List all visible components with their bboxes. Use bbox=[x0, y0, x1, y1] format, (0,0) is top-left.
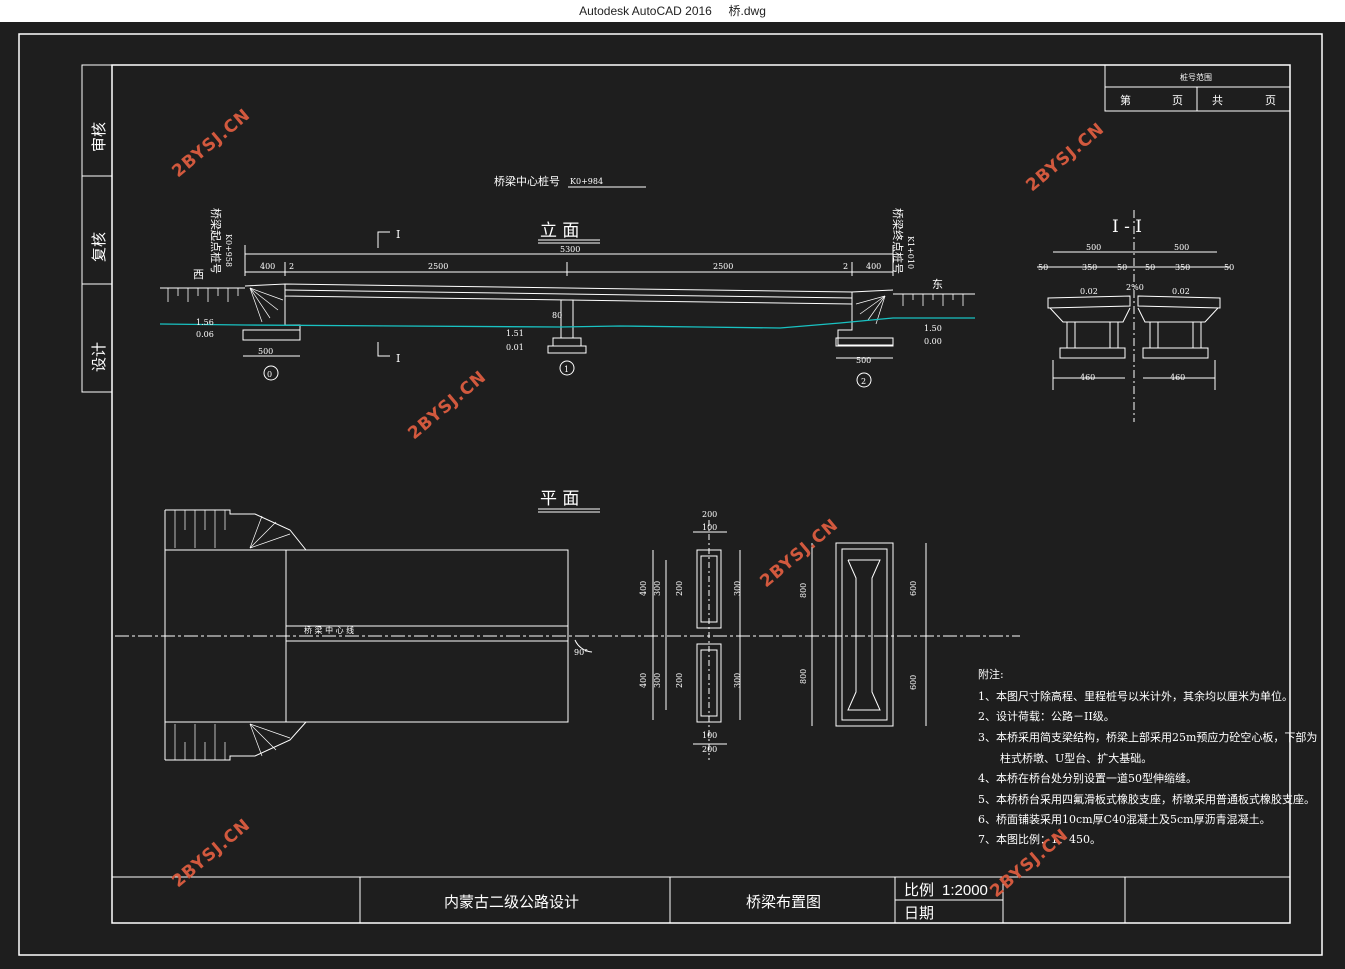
note-1: 1、本图尺寸除高程、里程桩号以米计外，其余均以厘米为单位。 bbox=[978, 689, 1293, 703]
pier-bottom-inner: 100 bbox=[702, 731, 717, 740]
note-2: 2、设计荷载：公路－II级。 bbox=[978, 710, 1115, 723]
section-slope-left: 0.02 bbox=[1080, 287, 1098, 296]
section-part-2: 350 bbox=[1082, 263, 1097, 272]
dim-gap-right: 2 bbox=[843, 262, 848, 271]
page-block-header: 桩号范围 bbox=[1180, 72, 1212, 82]
section-part-4: 50 bbox=[1145, 263, 1155, 272]
dim-span-right: 2500 bbox=[713, 262, 733, 271]
dim-80: 80 bbox=[552, 311, 562, 320]
end-station-label: 桥梁终点桩号 bbox=[891, 208, 905, 274]
file-name: 桥.dwg bbox=[728, 4, 766, 18]
pier-dim-right-1: 300 bbox=[733, 581, 742, 596]
pier-label-1: 1 bbox=[564, 365, 569, 374]
abut-dim-bottom: 600 bbox=[909, 675, 918, 690]
abut-dim-left-1: 800 bbox=[799, 583, 808, 598]
side-stamp-box bbox=[81, 64, 113, 393]
pier-dim-2: 300 bbox=[653, 581, 662, 596]
notes-title: 附注: bbox=[978, 667, 1004, 681]
dim-gap-left: 2 bbox=[289, 262, 294, 271]
app-name: Autodesk AutoCAD 2016 bbox=[579, 4, 712, 18]
section-part-6: 50 bbox=[1224, 263, 1234, 272]
pier-dim-5: 300 bbox=[653, 673, 662, 688]
pier-dim-right-2: 300 bbox=[733, 673, 742, 688]
note-3b: 柱式桥墩、U型台、扩大基础。 bbox=[978, 751, 1152, 765]
section-left-width: 500 bbox=[1086, 243, 1101, 252]
center-station-label: 桥梁中心桩号 bbox=[494, 174, 560, 188]
elev-left-2: 0.06 bbox=[196, 330, 214, 339]
section-mark-bottom: I bbox=[396, 352, 400, 365]
pier-dim-1: 400 bbox=[639, 581, 648, 596]
cad-drawing: 审核 复核 设计 桩号范围 第 页 共 页 桥梁中心桩号 K0+984 立 面 … bbox=[18, 33, 1323, 956]
watermark-1: 2BYSJ.CN bbox=[168, 105, 254, 182]
water-line bbox=[159, 317, 975, 329]
section-part-5: 350 bbox=[1175, 263, 1190, 272]
pier-bottom-width: 200 bbox=[702, 745, 717, 754]
watermark-4: 2BYSJ.CN bbox=[756, 515, 842, 592]
east-label: 东 bbox=[932, 278, 943, 291]
elev-right-1: 1.50 bbox=[924, 324, 942, 333]
inner-frame bbox=[111, 64, 1291, 924]
section-title: I - I bbox=[1112, 217, 1142, 237]
page-unit-label: 页 bbox=[1172, 94, 1183, 107]
plan-title: 平 面 bbox=[540, 489, 579, 509]
pier-top-width: 200 bbox=[702, 510, 717, 519]
section-part-3: 50 bbox=[1117, 263, 1127, 272]
note-7: 7、本图比例：1：450。 bbox=[978, 832, 1101, 846]
outer-frame bbox=[18, 33, 1323, 956]
dim-500-left: 500 bbox=[258, 347, 273, 356]
pier-dim-3: 200 bbox=[675, 581, 684, 596]
page-no-label: 第 bbox=[1120, 93, 1131, 107]
dim-500-right: 500 bbox=[856, 356, 871, 365]
stamp-recheck: 复核 bbox=[90, 232, 108, 262]
abut-dim-top: 600 bbox=[909, 581, 918, 596]
section-part-1: 50 bbox=[1038, 263, 1048, 272]
center-station-value: K0+984 bbox=[570, 177, 603, 186]
dim-end-left: 400 bbox=[260, 262, 275, 271]
stamp-design: 设计 bbox=[90, 342, 108, 372]
elev-mid-2: 0.01 bbox=[506, 343, 524, 352]
total-label: 共 bbox=[1212, 94, 1223, 107]
date-label: 日期 bbox=[904, 904, 934, 922]
elevation-title: 立 面 bbox=[540, 221, 579, 241]
watermark-5: 2BYSJ.CN bbox=[168, 815, 254, 892]
watermark-2: 2BYSJ.CN bbox=[1022, 119, 1108, 196]
plan-centerline-label: 桥 梁 中 心 线 bbox=[304, 625, 354, 635]
pier-label-2: 2 bbox=[861, 377, 866, 386]
note-3: 3、本桥采用简支梁结构，桥梁上部采用25m预应力砼空心板，下部为 bbox=[978, 730, 1317, 744]
section-base-left: 460 bbox=[1080, 373, 1095, 382]
note-4: 4、本桥在桥台处分别设置一道50型伸缩缝。 bbox=[978, 771, 1197, 785]
elev-right-2: 0.00 bbox=[924, 337, 942, 346]
section-slope-right: 0.02 bbox=[1172, 287, 1190, 296]
section-base-right: 460 bbox=[1170, 373, 1185, 382]
section-right-width: 500 bbox=[1174, 243, 1189, 252]
dim-total-length: 5300 bbox=[560, 245, 580, 254]
scale-value: 1:2000 bbox=[942, 882, 988, 899]
stamp-review: 审核 bbox=[90, 122, 108, 152]
total-unit-label: 页 bbox=[1265, 94, 1276, 107]
end-station-value: K1+010 bbox=[906, 236, 915, 269]
note-5: 5、本桥桥台采用四氟滑板式橡胶支座，桥墩采用普通板式橡胶支座。 bbox=[978, 792, 1315, 806]
scale-label: 比例 bbox=[904, 881, 934, 899]
plan-angle: 90° bbox=[574, 648, 588, 657]
start-station-value: K0+958 bbox=[224, 234, 233, 267]
watermark-3: 2BYSJ.CN bbox=[404, 367, 490, 444]
elev-mid-1: 1.51 bbox=[506, 329, 524, 338]
section-mark-top: I bbox=[396, 228, 400, 241]
pier-dim-4: 200 bbox=[675, 673, 684, 688]
window-titlebar: Autodesk AutoCAD 2016 桥.dwg bbox=[0, 0, 1345, 22]
dim-end-right: 400 bbox=[866, 262, 881, 271]
elev-left-1: 1.56 bbox=[196, 318, 214, 327]
start-station-label: 桥梁起点桩号 bbox=[209, 208, 223, 274]
section-center: 2%0 bbox=[1126, 283, 1144, 292]
pier-inner: 100 bbox=[702, 523, 717, 532]
drawing-name: 桥梁布置图 bbox=[746, 893, 821, 911]
drawing-canvas[interactable]: 审核 复核 设计 桩号范围 第 页 共 页 桥梁中心桩号 K0+984 立 面 … bbox=[0, 22, 1345, 969]
west-label: 西 bbox=[193, 268, 204, 281]
abut-dim-left-2: 800 bbox=[799, 669, 808, 684]
note-6: 6、桥面铺装采用10cm厚C40混凝土及5cm厚沥青混凝土。 bbox=[978, 812, 1271, 826]
pier-label-0: 0 bbox=[267, 370, 272, 379]
dim-span-left: 2500 bbox=[428, 262, 448, 271]
project-title: 内蒙古二级公路设计 bbox=[444, 893, 579, 911]
pier-dim-6: 400 bbox=[639, 673, 648, 688]
